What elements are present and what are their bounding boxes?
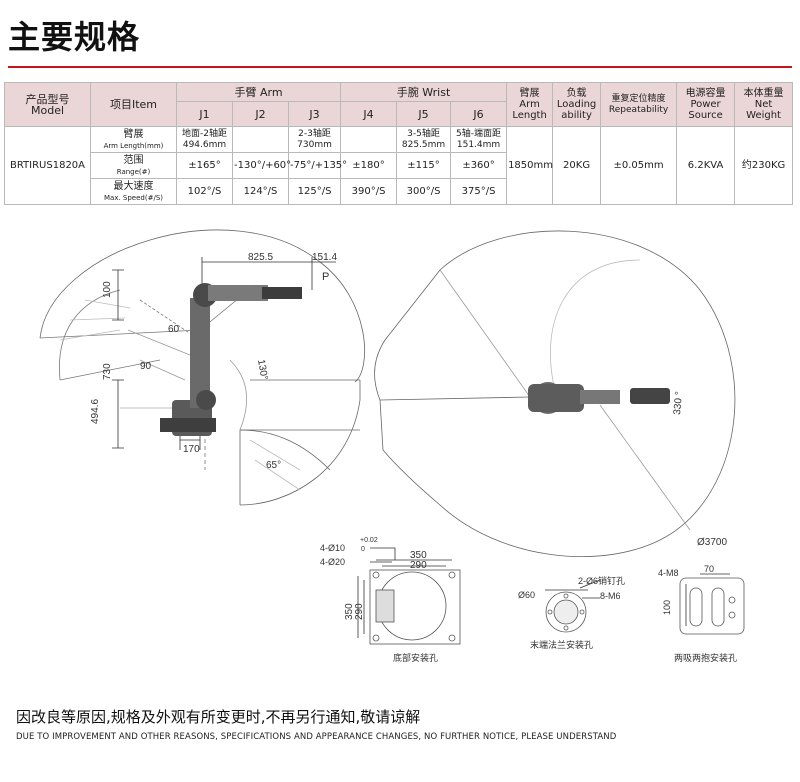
angle-330: 330 ° (672, 391, 685, 415)
dim-151-4: 151.4 (312, 252, 337, 263)
base-mount-drawing (357, 547, 461, 645)
header-arm: 手臂 Arm (175, 82, 342, 102)
base-tolerance: +0.02 (360, 537, 378, 544)
speed-j3: 125°/S (287, 178, 342, 205)
load-value: 20KG (552, 126, 602, 205)
robot-arm-side (160, 283, 302, 436)
speed-j5: 300°/S (396, 178, 452, 205)
clamp-caption: 两吸两抱安装孔 (674, 652, 737, 663)
side-view (39, 229, 365, 506)
range-j6: ±360° (450, 152, 508, 179)
header-item: 项目Item (90, 82, 177, 127)
range-j2: -130°/+60° (232, 152, 291, 179)
point-p-label: P (322, 271, 329, 283)
clamp-dim-100: 100 (662, 600, 672, 615)
dim-730: 730 (102, 363, 113, 380)
angle-90: 90 (140, 361, 152, 372)
base-height-350: 350 (344, 603, 355, 620)
base-width-290: 290 (410, 560, 427, 571)
header-j4: J4 (340, 101, 398, 127)
header-wrist: 手腕 Wrist (340, 82, 508, 102)
dim-170: 170 (183, 444, 200, 455)
dim-d3700: Ø3700 (697, 537, 727, 548)
model-value: BRTIRUS1820A (4, 126, 91, 205)
range-j4: ±180° (340, 152, 398, 179)
notice-en: DUE TO IMPROVEMENT AND OTHER REASONS, SP… (16, 732, 617, 742)
arm-length-value: 1850mm (506, 126, 554, 205)
flange-drawing (545, 579, 601, 633)
speed-j6: 375°/S (450, 178, 508, 205)
speed-j4: 390°/S (340, 178, 398, 205)
power-value: 6.2KVA (676, 126, 736, 205)
header-j6: J6 (450, 101, 508, 127)
flange-caption: 末端法兰安装孔 (530, 639, 593, 650)
clamp-dim-70: 70 (704, 564, 714, 574)
flange-m6-holes: 8-M6 (600, 591, 621, 601)
angle-60: 60 (168, 324, 180, 335)
base-caption: 底部安装孔 (393, 652, 438, 663)
top-envelope-outer (382, 230, 736, 558)
flange-pin-holes: 2-Ø6销钉孔 (578, 575, 625, 586)
top-view (374, 230, 736, 558)
range-j3: -75°/+135° (287, 152, 347, 179)
range-j5: ±115° (396, 152, 452, 179)
arm-j4 (340, 126, 398, 153)
header-j1: J1 (176, 101, 233, 127)
repeatability-value: ±0.05mm (600, 126, 678, 205)
speed-j1: 102°/S (176, 178, 233, 205)
notice-cn: 因改良等原因,规格及外观有所变更时,不再另行通知,敬请谅解 (16, 708, 421, 726)
base-hole-1: 4-Ø10 (320, 543, 345, 553)
side-envelope-outer (39, 229, 365, 383)
header-j2: J2 (232, 101, 289, 127)
base-outline (369, 569, 461, 645)
base-hole-2: 4-Ø20 (320, 557, 345, 567)
range-j1: ±165° (176, 152, 233, 179)
header-j3: J3 (287, 101, 342, 127)
arm-j2 (232, 126, 289, 153)
work-envelope-diagram: 825.5 151.4 P 100 730 494.6 170 60 90 13… (39, 229, 745, 663)
robot-arm-top (528, 382, 670, 414)
header-j5: J5 (396, 101, 452, 127)
dim-494-6: 494.6 (90, 399, 101, 424)
base-height-290: 290 (354, 603, 365, 620)
title-divider (8, 66, 792, 68)
angle-130: 130° (255, 359, 269, 381)
angle-65: 65° (266, 460, 281, 471)
base-width-350: 350 (410, 550, 427, 561)
flange-d60: Ø60 (518, 590, 535, 600)
clamp-drawing (679, 573, 745, 635)
speed-j2: 124°/S (232, 178, 289, 205)
dim-100: 100 (102, 281, 113, 298)
dim-825-5: 825.5 (248, 252, 273, 263)
side-envelope-lower (239, 380, 361, 506)
page-title: 主要规格 (8, 18, 141, 56)
base-tolerance-zero: 0 (361, 546, 365, 553)
clamp-m8-holes: 4-M8 (658, 568, 679, 578)
weight-value: 约230KG (734, 126, 794, 205)
